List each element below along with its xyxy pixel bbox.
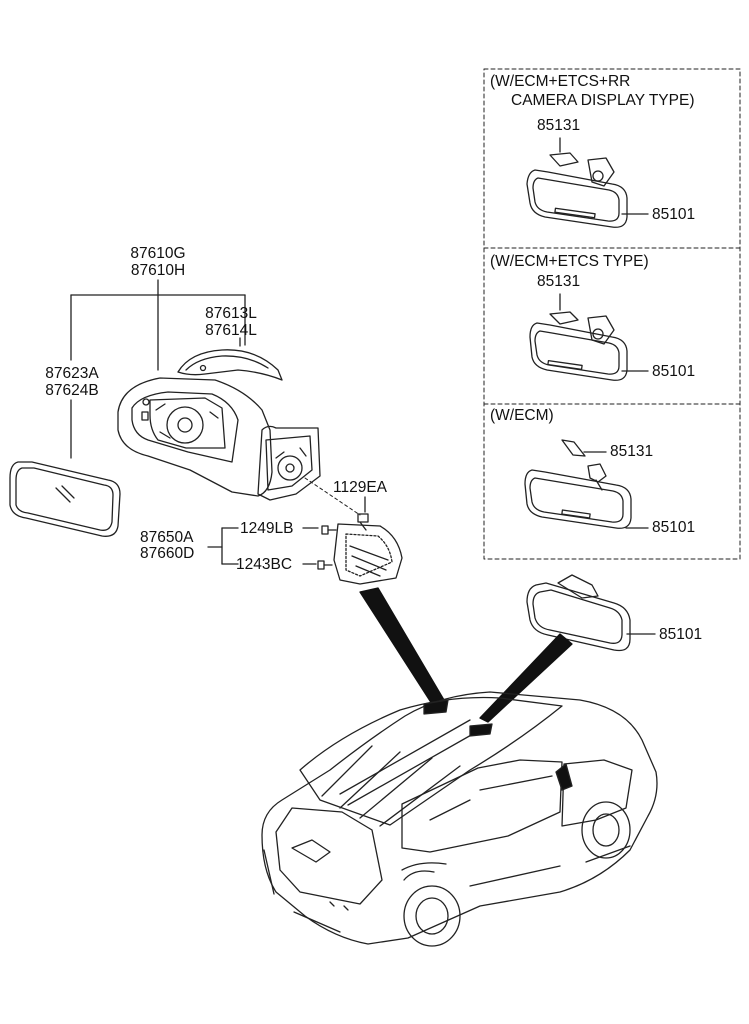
pointer-wedge: [479, 633, 573, 723]
screw-icon: [317, 560, 333, 570]
screw-icon: [321, 525, 337, 535]
mirror-cover-icon: [177, 349, 283, 381]
inside-rearview-mirror-icon: [529, 322, 628, 381]
mirror-holder-icon: [549, 311, 615, 345]
part-label-87650a: 87650A: [140, 529, 194, 546]
part-label-87614l: 87614L: [205, 322, 257, 339]
part-label-87613l: 87613L: [205, 305, 257, 322]
inside-rearview-mirror-icon: [526, 169, 628, 228]
part-label-85131-top: 85131: [537, 117, 581, 134]
mirror-base-icon: [257, 425, 321, 501]
inside-rearview-mirror-icon: [526, 574, 631, 652]
part-label-87660d: 87660D: [140, 545, 195, 562]
variant-title-rr-camera-line1: (W/ECM+ETCS+RR: [490, 73, 631, 90]
inside-rearview-mirror-icon: [524, 469, 632, 529]
mirror-holder-icon: [549, 152, 615, 187]
mirror-holder-icon: [561, 439, 607, 491]
garnish-icon: [333, 523, 403, 585]
part-label-85101-top: 85101: [652, 206, 696, 223]
part-label-1249lb: 1249LB: [240, 520, 294, 537]
part-label-85101-mid: 85101: [652, 363, 696, 380]
part-label-85101-bot: 85101: [652, 519, 696, 536]
part-label-87610g: 87610G: [130, 245, 186, 262]
mirror-glass-icon: [9, 461, 121, 537]
variant-box-frame: [483, 68, 741, 560]
part-label-85131-bot: 85131: [610, 443, 654, 460]
screw-icon: [357, 496, 369, 531]
part-label-87624b: 87624B: [45, 382, 99, 399]
part-label-87610h: 87610H: [130, 262, 186, 279]
variant-title-ecm: (W/ECM): [490, 407, 554, 424]
variant-title-rr-camera-line2: CAMERA DISPLAY TYPE): [511, 92, 695, 109]
part-label-87623a: 87623A: [45, 365, 99, 382]
suv-vehicle-icon: [261, 691, 658, 947]
part-label-85101-main: 85101: [659, 626, 703, 643]
part-label-1129ea: 1129EA: [333, 479, 388, 496]
part-label-1243bc: 1243BC: [236, 556, 293, 573]
outside-mirror-icon: [117, 377, 273, 497]
variant-title-etcs: (W/ECM+ETCS TYPE): [490, 253, 649, 270]
pointer-wedge: [359, 587, 445, 705]
part-label-85131-mid: 85131: [537, 273, 581, 290]
